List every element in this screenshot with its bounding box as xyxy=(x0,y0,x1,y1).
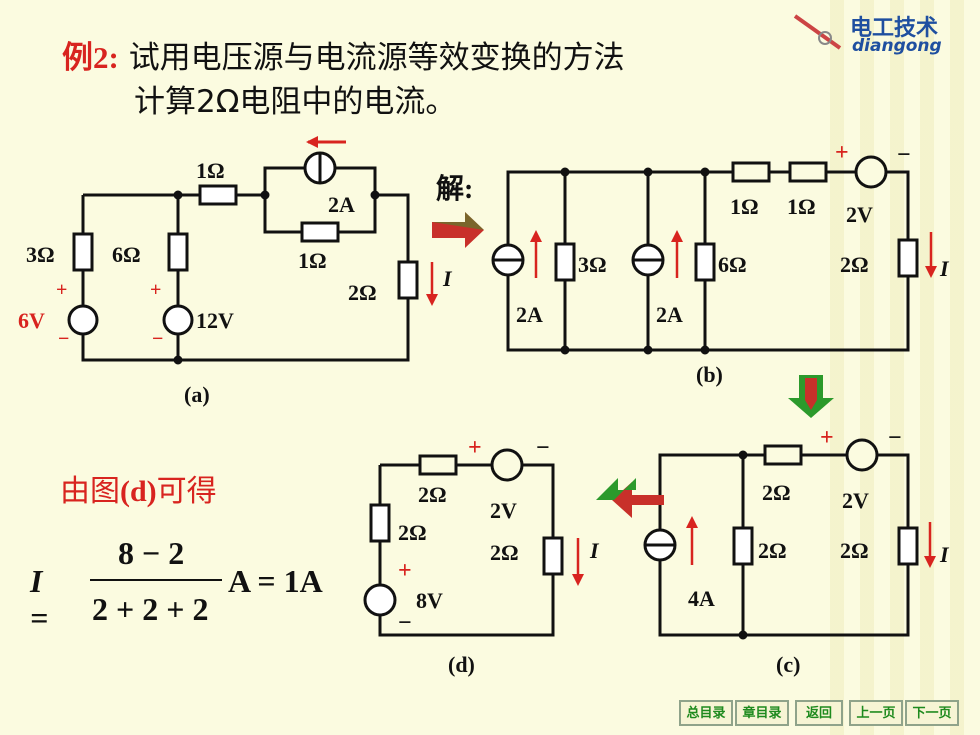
a-r3-label: 3Ω xyxy=(26,242,55,267)
b-caption: (b) xyxy=(696,362,723,387)
svg-text:+: + xyxy=(835,140,849,166)
deriv-suffix: 可得 xyxy=(156,474,217,509)
a-r6-label: 6Ω xyxy=(112,242,141,267)
c-caption: (c) xyxy=(776,652,800,677)
svg-text:−: − xyxy=(58,328,69,350)
b-r3-label: 3Ω xyxy=(578,252,607,277)
nav-prev-button[interactable]: 上一页 xyxy=(849,700,903,726)
d-i-label: I xyxy=(589,538,600,563)
deriv-ref: (d) xyxy=(120,475,157,508)
background-stripes xyxy=(830,0,980,735)
b-r1b-label: 1Ω xyxy=(787,194,816,219)
svg-text:−: − xyxy=(152,328,163,350)
svg-text:+: + xyxy=(56,279,67,301)
left-arrow xyxy=(596,478,664,518)
a-v1-label: 6V xyxy=(18,308,45,333)
logo-text-cn: 电工技术 xyxy=(850,16,939,41)
svg-text:−: − xyxy=(888,425,902,451)
b-v-label: 2V xyxy=(846,202,873,227)
circuit-c xyxy=(643,438,936,640)
a-src-i-label: 2A xyxy=(328,192,355,217)
c-v-label: 2V xyxy=(842,488,869,513)
nav-contents-button[interactable]: 总目录 xyxy=(679,700,733,726)
nav-chapter-button[interactable]: 章目录 xyxy=(735,700,789,726)
logo-icon xyxy=(793,14,842,50)
solution-label: 解: xyxy=(436,173,473,205)
a-rpar-label: 1Ω xyxy=(298,248,327,273)
svg-text:−: − xyxy=(536,435,550,461)
down-arrow xyxy=(788,375,834,418)
title-line2: 计算2Ω电阻中的电流。 xyxy=(134,84,457,120)
a-caption: (a) xyxy=(184,382,210,407)
nav-back-button[interactable]: 返回 xyxy=(795,700,843,726)
formula-rhs: A = 1A xyxy=(228,563,323,599)
formula-denominator: 2 + 2 + 2 xyxy=(92,591,209,627)
c-isrc-label: 4A xyxy=(688,586,715,611)
example-label: 例2: xyxy=(62,40,119,75)
c-rtop-label: 2Ω xyxy=(762,480,791,505)
nav-next-button[interactable]: 下一页 xyxy=(905,700,959,726)
d-rtop-label: 2Ω xyxy=(418,482,447,507)
c-r2-label: 2Ω xyxy=(840,538,869,563)
b-r1a-label: 1Ω xyxy=(730,194,759,219)
circuit-b xyxy=(491,155,937,355)
solution-arrow xyxy=(432,212,484,248)
b-i2-label: 2A xyxy=(656,302,683,327)
b-i1-label: 2A xyxy=(516,302,543,327)
a-i-label: I xyxy=(442,266,453,291)
d-vsrc-label: 8V xyxy=(416,588,443,613)
d-caption: (d) xyxy=(448,652,475,677)
b-r6-label: 6Ω xyxy=(718,252,747,277)
svg-text:−: − xyxy=(897,142,911,168)
circuit-d xyxy=(363,448,584,637)
c-i-label: I xyxy=(939,542,950,567)
a-r2-label: 2Ω xyxy=(348,280,377,305)
a-r1-label: 1Ω xyxy=(196,158,225,183)
circuit-a xyxy=(67,136,438,365)
formula-numerator: 8 − 2 xyxy=(118,535,185,571)
b-r2-label: 2Ω xyxy=(840,252,869,277)
d-r2-label: 2Ω xyxy=(490,540,519,565)
c-rmid-label: 2Ω xyxy=(758,538,787,563)
title-line1: 试用电压源与电流源等效变换的方法 xyxy=(128,40,625,76)
a-v2-label: 12V xyxy=(196,308,234,333)
b-i-label: I xyxy=(939,256,950,281)
svg-text:+: + xyxy=(150,279,161,301)
svg-text:+: + xyxy=(398,558,412,584)
deriv-prefix: 由图 xyxy=(60,474,120,509)
d-rleft-label: 2Ω xyxy=(398,520,427,545)
d-v-label: 2V xyxy=(490,498,517,523)
derivation-text: 由图(d)可得 xyxy=(60,466,217,510)
logo-text-en: diangong xyxy=(852,36,942,56)
formula-lhs: I = xyxy=(30,563,49,636)
svg-text:+: + xyxy=(820,425,834,451)
logo: 电工技术 diangong xyxy=(790,8,970,58)
svg-text:−: − xyxy=(398,610,412,636)
problem-title: 例2: 试用电压源与电流源等效变换的方法 计算2Ω电阻中的电流。 xyxy=(62,36,625,124)
svg-text:+: + xyxy=(468,435,482,461)
